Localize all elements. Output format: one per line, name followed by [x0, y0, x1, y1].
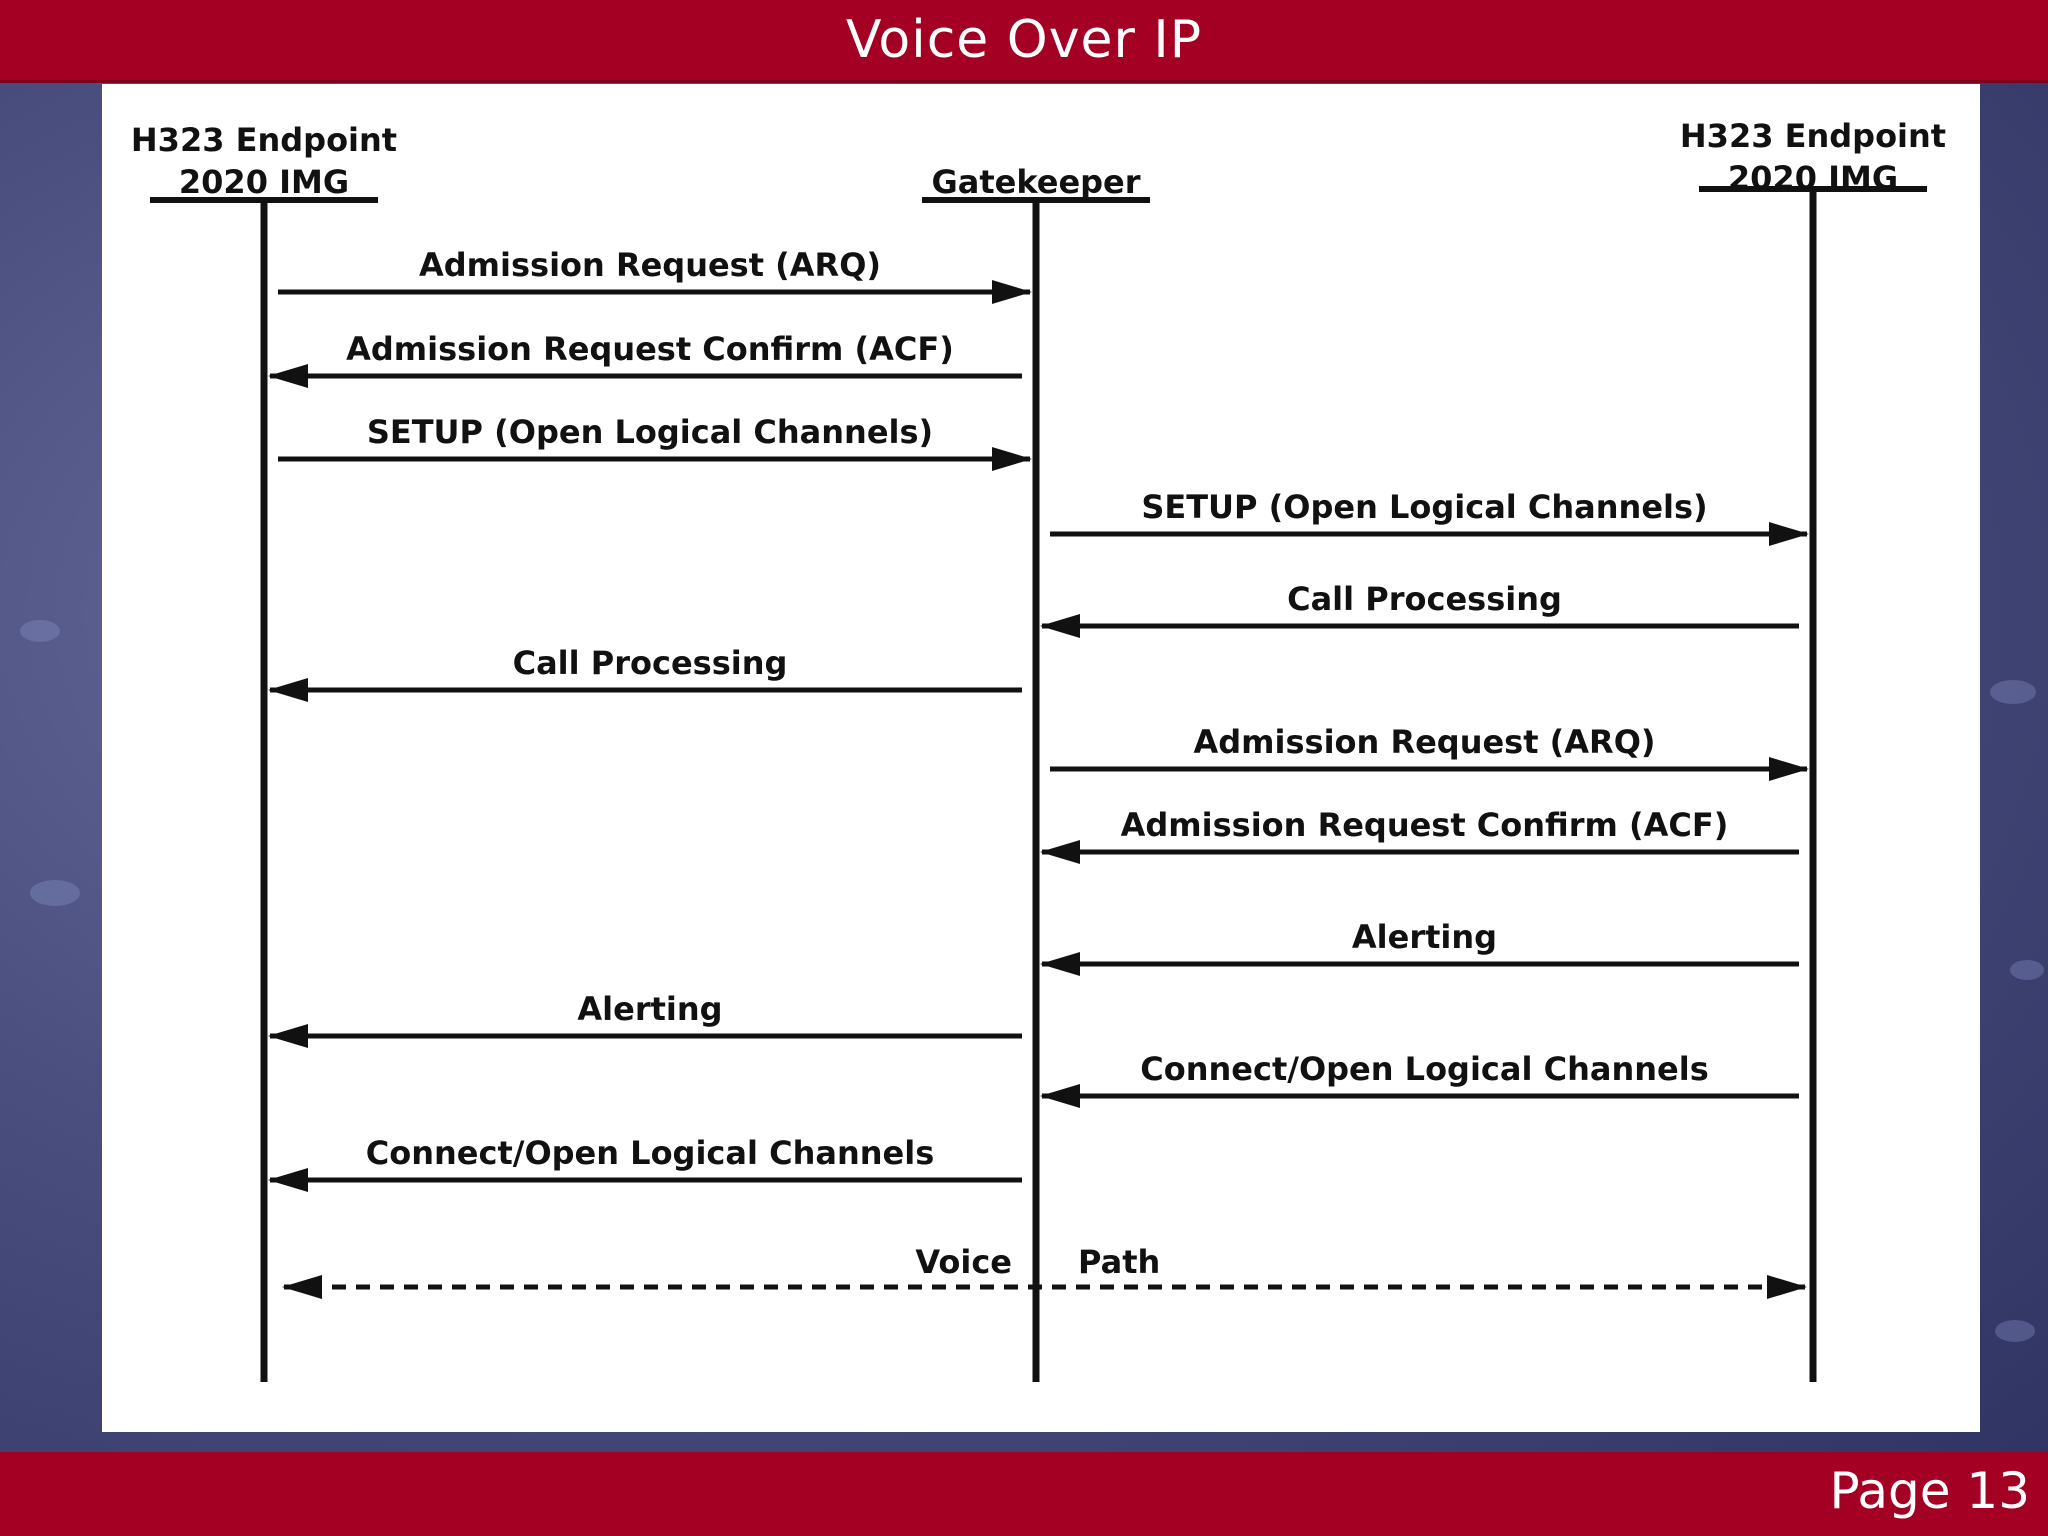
message-label: Connect/Open Logical Channels — [1140, 1050, 1708, 1088]
message-label: Admission Request (ARQ) — [419, 246, 881, 284]
background-decoration — [30, 880, 80, 906]
message-label: Admission Request Confirm (ACF) — [1121, 806, 1729, 844]
message-label: Alerting — [1352, 918, 1497, 956]
background-decoration — [1990, 680, 2036, 704]
page-number: Page 13 — [1829, 1462, 2030, 1520]
message-label: SETUP (Open Logical Channels) — [1141, 488, 1707, 526]
message-label: Connect/Open Logical Channels — [366, 1134, 934, 1172]
voice-path-label-right: Path — [1078, 1243, 1160, 1281]
background-decoration — [1995, 1320, 2035, 1342]
messages: Admission Request (ARQ) Admission Request… — [268, 246, 1809, 1192]
participant-label-line1: H323 Endpoint — [131, 121, 397, 159]
voice-path: Voice Path — [282, 1243, 1807, 1299]
lifelines — [260, 189, 1817, 1382]
slide-title: Voice Over IP — [845, 10, 1203, 70]
participant-label-line2: Gatekeeper — [931, 163, 1140, 201]
footer-bar: Page 13 — [0, 1452, 2048, 1536]
participant-label-line1: H323 Endpoint — [1680, 117, 1946, 155]
participant-label-line2: 2020 IMG — [179, 163, 349, 201]
voice-path-label-left: Voice — [915, 1243, 1012, 1281]
message-label: Admission Request Confirm (ACF) — [346, 330, 954, 368]
title-bar: Voice Over IP — [0, 0, 2048, 83]
message-label: Call Processing — [513, 644, 788, 682]
background-decoration — [2010, 960, 2044, 980]
message-label: Alerting — [577, 990, 722, 1028]
sequence-diagram-canvas: H323 Endpoint 2020 IMG Gatekeeper H323 Endp… — [131, 117, 1946, 1382]
background-decoration — [20, 620, 60, 642]
participants: H323 Endpoint 2020 IMG Gatekeeper H323 Endp… — [131, 117, 1946, 203]
message-label: Admission Request (ARQ) — [1193, 723, 1655, 761]
sequence-diagram: H323 Endpoint 2020 IMG Gatekeeper H323 Endp… — [102, 84, 1980, 1432]
message-label: SETUP (Open Logical Channels) — [367, 413, 933, 451]
message-label: Call Processing — [1287, 580, 1562, 618]
